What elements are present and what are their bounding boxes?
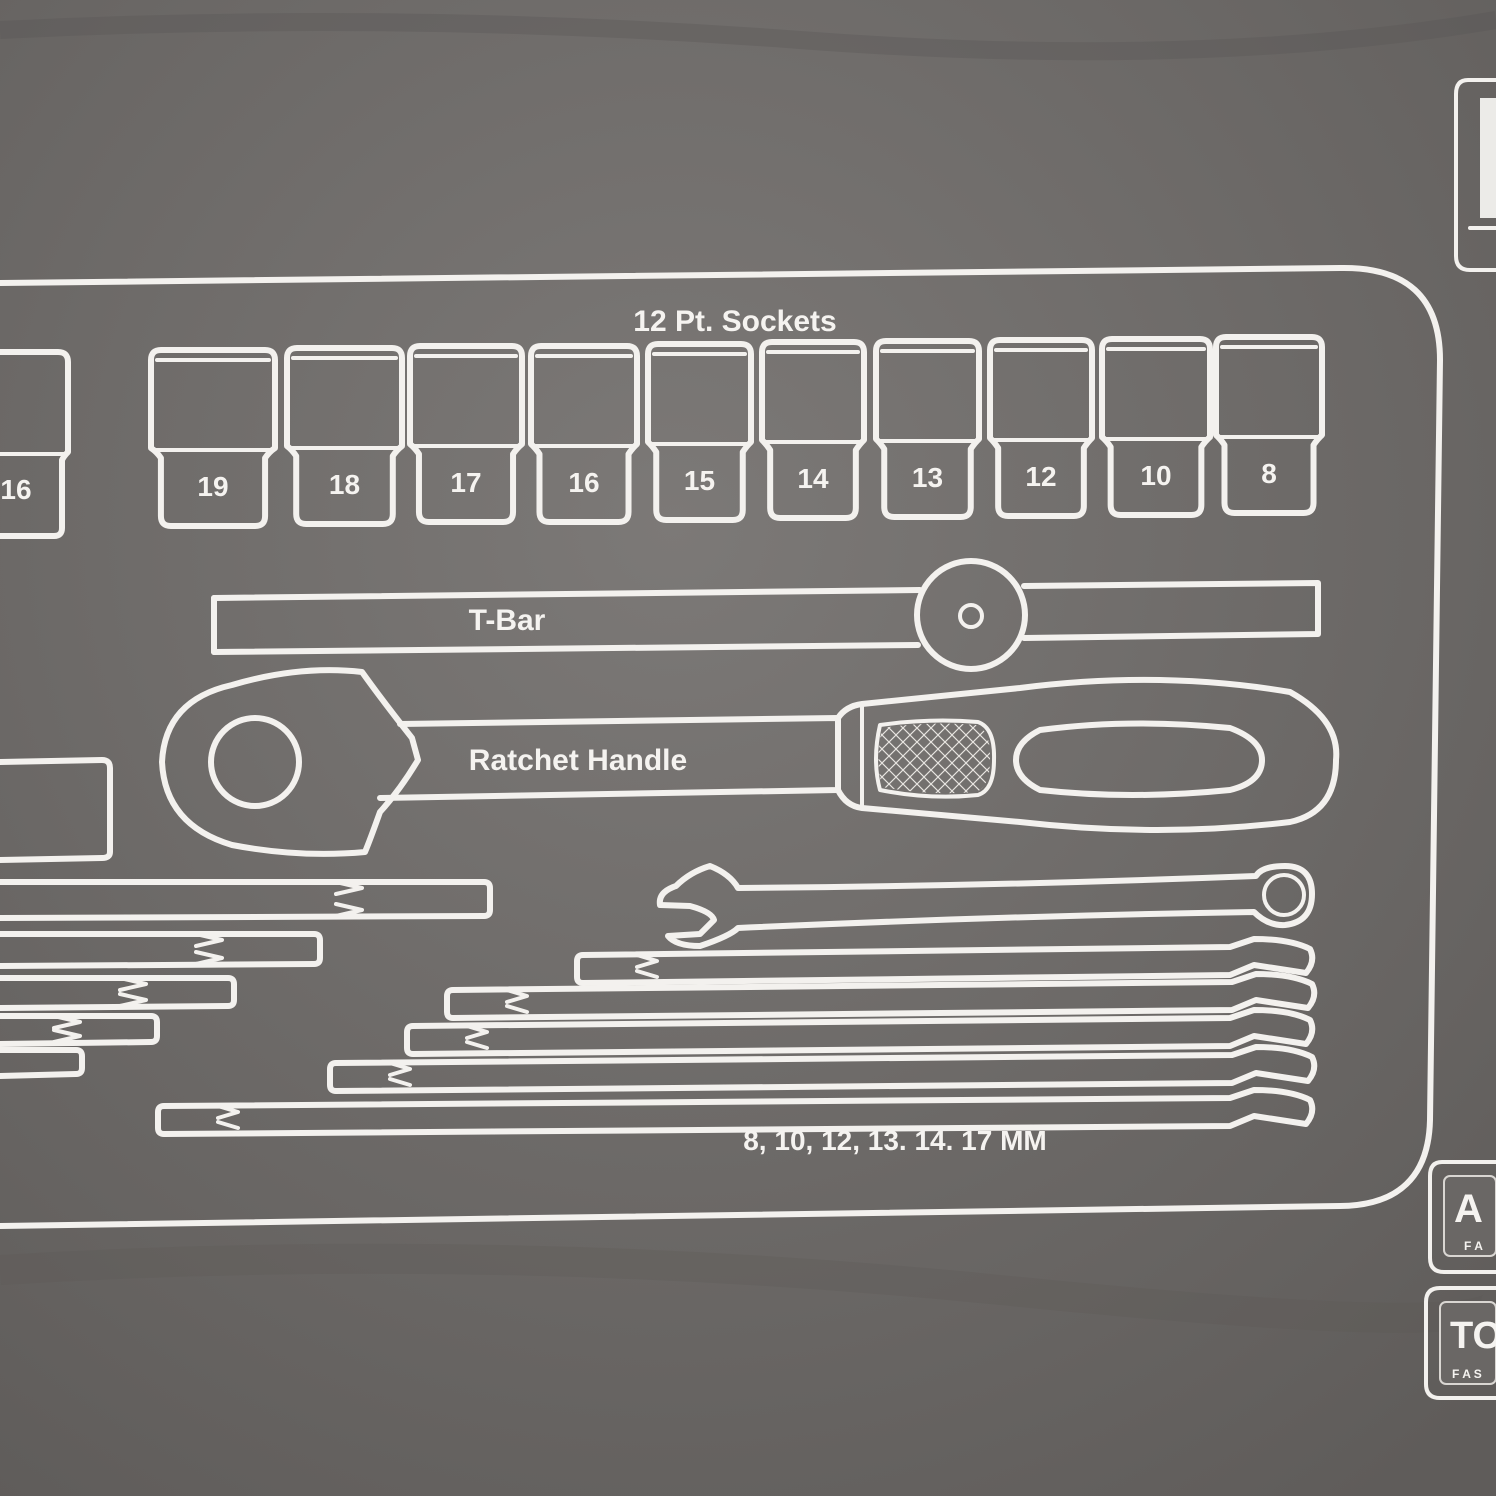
socket-size-label: 10 — [1140, 460, 1171, 491]
socket-outline: 13 — [873, 338, 982, 520]
extension-bar — [0, 879, 493, 921]
wrench-sizes-label: 8, 10, 12, 13. 14. 17 MM — [743, 1125, 1047, 1156]
tray-outline — [0, 264, 1443, 1229]
socket-size-label: 14 — [797, 463, 829, 494]
extension-bar — [0, 1013, 160, 1047]
extension-bar — [0, 975, 237, 1011]
wrenches-group — [155, 936, 1318, 1137]
socket-outline: 8 — [1213, 334, 1325, 516]
wrench-outline — [327, 1044, 1318, 1094]
badge-middle-sub: F A — [1464, 1239, 1483, 1253]
badge-bottom: TO F A S — [1424, 1286, 1496, 1400]
badge-top — [1454, 78, 1496, 272]
extension-bar — [0, 931, 323, 969]
socket-outline: 12 — [987, 337, 1095, 519]
socket-outline: 15 — [645, 341, 754, 523]
badge-middle: A F A — [1428, 1160, 1496, 1274]
combination-wrench-large — [656, 863, 1315, 949]
socket-size-label: 19 — [197, 471, 228, 502]
wrench-outline — [574, 936, 1316, 986]
sockets-title: 12 Pt. Sockets — [633, 305, 836, 338]
socket-outline: 10 — [1099, 336, 1213, 518]
wrench-outline — [444, 971, 1318, 1021]
socket-outline: 19 — [148, 347, 278, 529]
socket-size-label: 15 — [684, 465, 715, 496]
socket-label-partial: 16 — [0, 474, 31, 505]
t-bar: T-Bar — [211, 558, 1321, 672]
sockets-row: 19 18 17 16 15 14 13 12 10 8 — [148, 334, 1325, 529]
socket-outline-partial: 16 — [0, 349, 71, 539]
ratchet-handle: Ratchet Handle — [159, 667, 1340, 857]
socket-size-label: 12 — [1025, 461, 1056, 492]
badge-bottom-title: TO — [1450, 1315, 1496, 1357]
socket-outline: 17 — [407, 343, 525, 525]
extension-bar-partial — [0, 757, 113, 863]
wrench-outline — [404, 1007, 1316, 1057]
socket-outline: 16 — [528, 343, 640, 525]
ratchet-label: Ratchet Handle — [469, 744, 687, 777]
socket-size-label: 8 — [1261, 458, 1277, 489]
socket-size-label: 17 — [450, 467, 481, 498]
badge-top-logo — [1480, 98, 1496, 218]
wrench-outline — [155, 1087, 1316, 1137]
badge-middle-title: A — [1454, 1187, 1483, 1231]
socket-outline: 14 — [759, 339, 867, 521]
socket-size-label: 13 — [912, 462, 943, 493]
socket-outline: 18 — [284, 345, 405, 527]
tbar-label: T-Bar — [469, 604, 546, 637]
foam-crease — [0, 11, 1496, 61]
extensions-group — [0, 879, 493, 1079]
socket-size-label: 16 — [568, 467, 599, 498]
badge-bottom-sub: F A S — [1452, 1367, 1482, 1381]
socket-size-label: 18 — [329, 469, 360, 500]
extension-bar — [0, 1047, 85, 1079]
